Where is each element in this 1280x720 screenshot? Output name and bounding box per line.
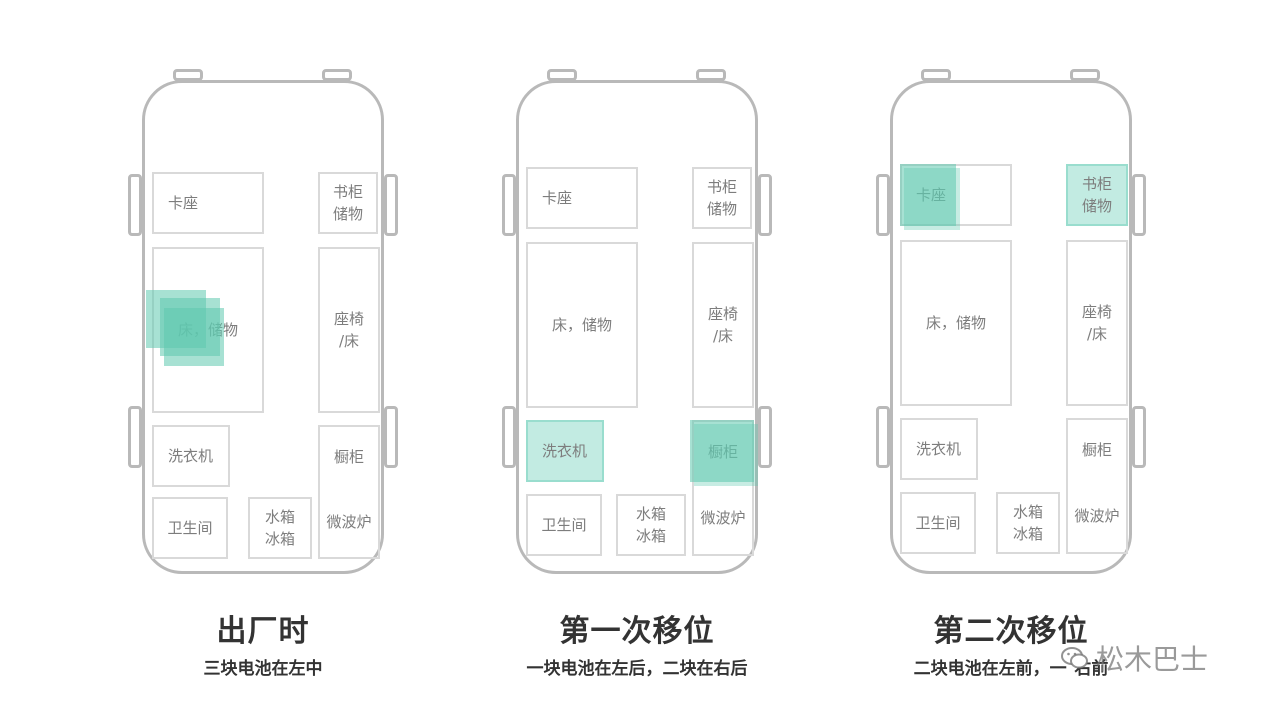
room-bed: 床，储物 — [900, 240, 1012, 406]
room-cabinet: 橱柜 — [1066, 418, 1128, 480]
rear-left-wheel — [502, 406, 516, 468]
room-toilet: 卫生间 — [152, 497, 228, 559]
battery-3 — [164, 308, 224, 366]
wechat-icon — [1061, 647, 1088, 669]
room-bed: 床，储物 — [526, 242, 638, 408]
panel-first-move: 卡座 书柜 储物 床，储物 座椅 /床 洗衣机 橱柜 微波炉 卫生间 水箱 冰箱… — [500, 0, 800, 720]
room-bookshelf: 书柜 储物 — [692, 167, 752, 229]
room-seat: 座椅 /床 — [692, 242, 754, 408]
panel-title: 第二次移位 — [933, 614, 1089, 649]
room-seat: 座椅 /床 — [318, 247, 380, 413]
room-microwave: 微波炉 — [692, 482, 754, 556]
left-mirror — [547, 69, 577, 81]
battery-1 — [690, 420, 754, 482]
room-washer: 洗衣机 — [526, 420, 604, 482]
panel-factory: 卡座 书柜 储物 床，储物 座椅 /床 洗衣机 橱柜 微波炉 卫生间 水箱 冰箱… — [126, 0, 426, 720]
room-washer: 洗衣机 — [152, 425, 230, 487]
front-right-wheel — [758, 174, 772, 236]
right-mirror — [696, 69, 726, 81]
room-toilet: 卫生间 — [526, 494, 602, 556]
room-water-tank: 水箱 冰箱 — [616, 494, 686, 556]
room-kazuo: 卡座 — [152, 172, 264, 234]
front-left-wheel — [876, 174, 890, 236]
panel-second-move: 卡座 书柜 储物 床，储物 座椅 /床 洗衣机 橱柜 微波炉 卫生间 水箱 冰箱… — [874, 0, 1174, 720]
rear-right-wheel — [384, 406, 398, 468]
rear-left-wheel — [128, 406, 142, 468]
room-cabinet: 橱柜 — [318, 425, 380, 487]
panel-subtitle: 一块电池在左后，二块在右后 — [526, 659, 748, 679]
battery-2 — [904, 168, 960, 230]
watermark: 松木巴士 — [1060, 638, 1260, 678]
room-bookshelf: 书柜 储物 — [318, 172, 378, 234]
room-water-tank: 水箱 冰箱 — [248, 497, 312, 559]
subtitle-text: 二块电池在左前，一 — [913, 659, 1067, 679]
panel-title: 第一次移位 — [559, 614, 715, 649]
room-washer: 洗衣机 — [900, 418, 978, 480]
right-mirror — [322, 69, 352, 81]
room-water-tank: 水箱 冰箱 — [996, 492, 1060, 554]
watermark-text: 松木巴士 — [1096, 643, 1209, 676]
front-right-wheel — [384, 174, 398, 236]
front-left-wheel — [128, 174, 142, 236]
left-mirror — [921, 69, 951, 81]
room-seat: 座椅 /床 — [1066, 240, 1128, 406]
front-left-wheel — [502, 174, 516, 236]
room-kazuo: 卡座 — [526, 167, 638, 229]
panel-subtitle: 三块电池在左中 — [203, 659, 323, 679]
front-right-wheel — [1132, 174, 1146, 236]
room-toilet: 卫生间 — [900, 492, 976, 554]
battery-2 — [694, 424, 758, 486]
right-mirror — [1070, 69, 1100, 81]
battery-1 — [900, 164, 956, 226]
rear-right-wheel — [1132, 406, 1146, 468]
room-microwave: 微波炉 — [318, 487, 380, 559]
room-microwave: 微波炉 — [1066, 480, 1128, 554]
rear-left-wheel — [876, 406, 890, 468]
room-bookshelf: 书柜 储物 — [1066, 164, 1128, 226]
rear-right-wheel — [758, 406, 772, 468]
left-mirror — [173, 69, 203, 81]
panel-title: 出厂时 — [216, 614, 310, 649]
